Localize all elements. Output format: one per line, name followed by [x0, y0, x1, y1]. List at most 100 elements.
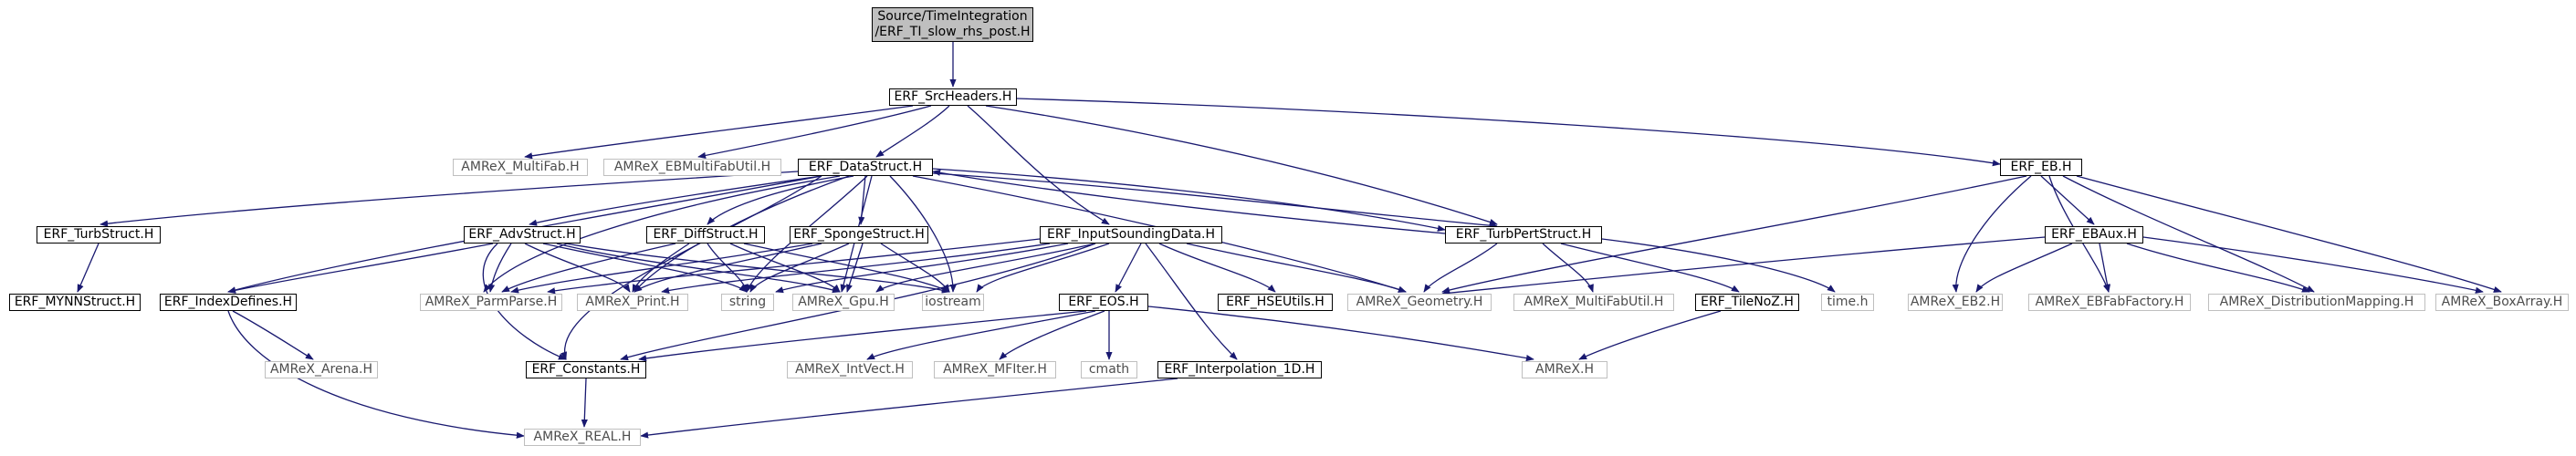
include-edge [524, 105, 914, 160]
include-edge [2099, 243, 2111, 293]
include-edge [565, 243, 950, 294]
node-erf-turbstruct[interactable]: ERF_TurbStruct.H [37, 226, 161, 244]
include-edge [707, 175, 854, 225]
include-edge [1186, 243, 1407, 293]
include-edge [729, 243, 841, 293]
include-edge [483, 175, 841, 293]
node-amrex-intvect[interactable]: AMReX_IntVect.H [787, 361, 913, 378]
node-time-h[interactable]: time.h [1821, 294, 1874, 311]
include-edge [1578, 310, 1722, 360]
include-edge [640, 378, 1178, 439]
include-edge [1601, 238, 1836, 293]
node-erf-mynnstruct[interactable]: ERF_MYNNStruct.H [9, 294, 141, 311]
root-file-name: /ERF_TI_slow_rhs_post.H [874, 25, 1031, 39]
node-amrex-real[interactable]: AMReX_REAL.H [524, 429, 641, 446]
include-edge [501, 243, 676, 293]
include-edge [529, 175, 822, 226]
node-erf-srcheaders[interactable]: ERF_SrcHeaders.H [889, 88, 1017, 106]
node-amrex-ebfabfactory[interactable]: AMReX_EBFabFactory.H [2028, 294, 2191, 311]
include-edge [488, 243, 512, 293]
include-edge [1952, 175, 2032, 293]
include-edge [1016, 98, 2001, 167]
include-edge [875, 243, 1096, 293]
node-erf-ebaux[interactable]: ERF_EBAux.H [2045, 226, 2143, 244]
include-edge [749, 243, 850, 293]
include-edge [2076, 175, 2502, 293]
include-edge [775, 243, 1069, 294]
node-string[interactable]: string [721, 294, 774, 311]
node-amrex-geometry[interactable]: AMReX_Geometry.H [1347, 294, 1492, 311]
node-amrex-multifabutil[interactable]: AMReX_MultiFabUtil.H [1513, 294, 1674, 311]
include-edge [1115, 243, 1142, 293]
include-edge [2062, 175, 2315, 293]
node-erf-diffstruct[interactable]: ERF_DiffStruct.H [646, 226, 765, 244]
include-edge [1423, 243, 1498, 293]
include-edge [932, 169, 1446, 234]
node-amrex-parmparse[interactable]: AMReX_ParmParse.H [420, 294, 562, 311]
include-edge [542, 243, 748, 293]
node-erf-turbpertstruct[interactable]: ERF_TurbPertStruct.H [1445, 226, 1602, 244]
include-edge [1158, 243, 1276, 293]
node-erf-datastruct[interactable]: ERF_DataStruct.H [798, 159, 933, 176]
node-erf-tilenoz[interactable]: ERF_TileNoZ.H [1695, 294, 1799, 311]
node-erf-advstruct[interactable]: ERF_AdvStruct.H [464, 226, 581, 244]
include-edge [547, 238, 1041, 295]
include-edge [932, 172, 1498, 229]
node-amrex-eb2[interactable]: AMReX_EB2.H [1908, 294, 2003, 311]
include-edge [1542, 243, 1594, 293]
node-amrex-ebmultifabutil[interactable]: AMReX_EBMultiFabUtil.H [603, 159, 781, 176]
include-edge [638, 310, 1087, 362]
include-edge [620, 243, 1096, 361]
include-edge [99, 171, 799, 227]
node-amrex-h[interactable]: AMReX.H [1522, 361, 1607, 378]
dependency-edges [77, 42, 2502, 439]
node-erf-indexdefines[interactable]: ERF_IndexDefines.H [160, 294, 297, 311]
node-erf-constants[interactable]: ERF_Constants.H [526, 361, 646, 378]
node-amrex-distributionmapping[interactable]: AMReX_DistributionMapping.H [2208, 294, 2425, 311]
include-edge [2040, 175, 2095, 225]
node-amrex-print[interactable]: AMReX_Print.H [577, 294, 688, 311]
node-amrex-gpu[interactable]: AMReX_Gpu.H [792, 294, 895, 311]
node-erf-eb[interactable]: ERF_EB.H [2000, 159, 2082, 176]
root-file-path: Source/TimeIntegration [877, 9, 1028, 24]
include-edge [967, 105, 1110, 225]
include-edge [985, 105, 1498, 225]
include-edge [227, 243, 494, 294]
node-amrex-boxarray[interactable]: AMReX_BoxArray.H [2435, 294, 2569, 311]
include-edge [77, 243, 99, 293]
include-edge [1975, 243, 2073, 293]
include-edge [581, 378, 588, 428]
include-edge [889, 175, 957, 293]
include-edge [697, 105, 932, 159]
node-amrex-multifab[interactable]: AMReX_MultiFab.H [453, 159, 588, 176]
include-edge [999, 310, 1105, 360]
include-edge [2126, 243, 2310, 293]
node-iostream[interactable]: iostream [922, 294, 984, 311]
include-edge [866, 310, 1096, 360]
include-edge [1441, 175, 2027, 294]
node-erf-inputsoundingdata[interactable]: ERF_InputSoundingData.H [1040, 226, 1222, 244]
root-file-node[interactable]: Source/TimeIntegration /ERF_TI_slow_rhs_… [872, 7, 1033, 42]
node-cmath[interactable]: cmath [1081, 361, 1137, 378]
include-edge [556, 243, 841, 294]
node-amrex-mfiter[interactable]: AMReX_MFIter.H [934, 361, 1056, 378]
include-edge [524, 243, 631, 293]
node-erf-eos[interactable]: ERF_EOS.H [1059, 294, 1148, 311]
include-edge [875, 105, 950, 158]
node-erf-interpolation-1d[interactable]: ERF_Interpolation_1D.H [1157, 361, 1322, 378]
include-edge [634, 243, 822, 293]
node-erf-spongestruct[interactable]: ERF_SpongeStruct.H [790, 226, 928, 244]
include-edge [1441, 236, 2046, 296]
include-edge [743, 243, 950, 293]
include-edge [510, 243, 813, 294]
include-edge [232, 310, 314, 360]
node-erf-hseutils[interactable]: ERF_HSEUtils.H [1218, 294, 1333, 311]
include-edge [932, 168, 1446, 232]
include-edge [661, 243, 1051, 294]
node-amrex-arena[interactable]: AMReX_Arena.H [265, 361, 378, 378]
include-edge [2142, 236, 2484, 294]
include-edge [976, 243, 1110, 293]
include-edge [707, 243, 749, 293]
include-edge [1560, 243, 1740, 293]
